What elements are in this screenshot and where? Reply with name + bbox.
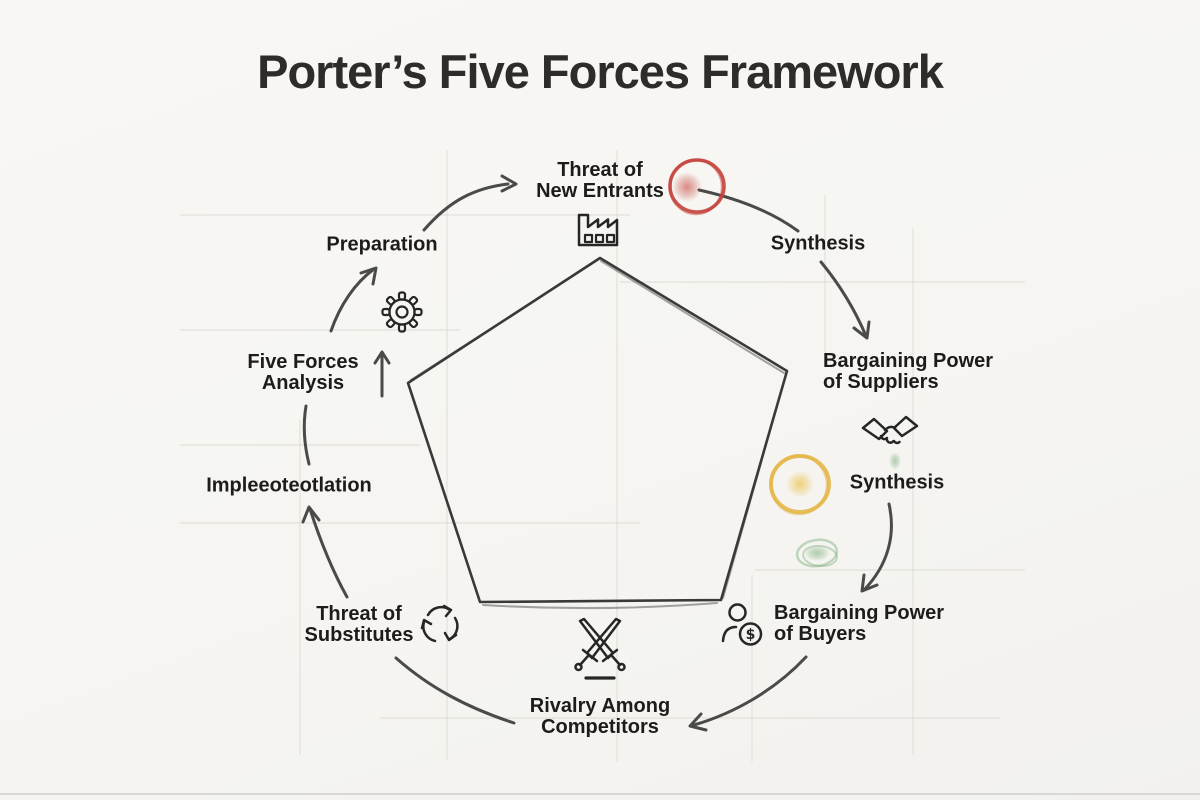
arrow-new-entrants-to-synthesis (697, 188, 800, 233)
up-arrow-icon (373, 350, 391, 398)
recycle-arrows-icon (420, 604, 459, 643)
pentagon-shape (406, 256, 789, 610)
dollar-sign: $ (746, 627, 756, 643)
connector-implementation-to-analysis (302, 404, 311, 466)
label-preparation: Preparation (326, 233, 438, 256)
yellow-highlight-circle (769, 454, 831, 516)
arrow-rivalry-to-substitutes (394, 656, 516, 725)
arrow-synthesis-to-buyers (860, 502, 893, 593)
green-scribble-ellipse (795, 538, 839, 568)
label-synthesis-right: Synthesis (849, 471, 945, 494)
arrow-synthesis-to-suppliers (819, 260, 871, 340)
red-highlight-circle (668, 158, 726, 216)
person-dollar-icon: $ (721, 603, 763, 646)
label-bargaining-power-of-buyers: Bargaining Power of Buyers (774, 602, 945, 645)
label-synthesis-top: Synthesis (770, 232, 866, 255)
arrow-buyers-to-rivalry (688, 655, 808, 732)
factory-icon (577, 213, 619, 247)
arrow-analysis-to-preparation (329, 266, 378, 333)
label-five-forces-analysis: Five Forces Analysis (247, 351, 359, 394)
label-bargaining-power-of-suppliers: Bargaining Power of Suppliers (823, 350, 994, 393)
label-threat-of-new-entrants: Threat of New Entrants (536, 159, 664, 202)
label-rivalry-among-competitors: Rivalry Among Competitors (529, 695, 671, 738)
label-threat-of-substitutes: Threat of Substitutes (304, 603, 414, 646)
page-title: Porter’s Five Forces Framework (257, 45, 944, 98)
handshake-icon (861, 415, 919, 445)
arrow-preparation-to-new-entrants (422, 174, 518, 232)
cycle-arrows (301, 174, 893, 732)
label-implementation: Impleeoteotlation (206, 474, 372, 497)
background-grid (180, 150, 1025, 762)
gear-icon (381, 291, 423, 333)
crossed-swords-icon (574, 617, 626, 680)
green-smudge-small (889, 452, 901, 470)
arrow-substitutes-to-implementation (301, 505, 349, 599)
